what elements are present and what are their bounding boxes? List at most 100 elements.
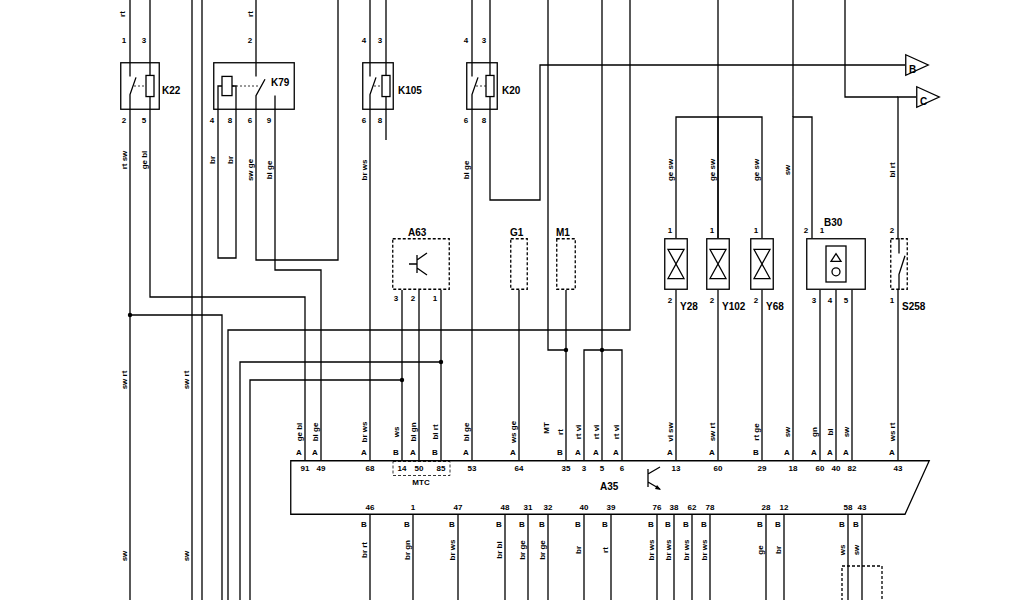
pin-number: 4 [464, 36, 468, 45]
valve-symbol [668, 249, 684, 278]
pin-number: A [613, 448, 619, 457]
wire [218, 0, 386, 260]
wire-color: br [208, 156, 217, 164]
wire-color: bl ge [462, 161, 471, 180]
component-outline [511, 239, 528, 290]
pin-number: 3 [812, 296, 816, 305]
pin-number: 8 [482, 116, 486, 125]
wire-color: br rt [360, 542, 369, 558]
pin-number: B [648, 520, 654, 529]
wire-color: br ws [664, 540, 673, 561]
wire-color: sw [182, 551, 191, 562]
component-outline [121, 63, 160, 110]
component-symbol [806, 238, 866, 290]
wire-color: br ws [360, 160, 369, 181]
relay-box: K79 [213, 62, 295, 110]
wire-color: rt ge [752, 423, 761, 440]
component-name: C [920, 96, 927, 108]
pin-number: 2 [710, 296, 714, 305]
pin-number: 4 [210, 116, 214, 125]
relay-coil [222, 76, 232, 95]
pin-number: A [811, 448, 817, 457]
component-symbol [905, 54, 929, 76]
wire-connection [565, 290, 566, 460]
component-outline [557, 239, 576, 290]
pin-number: 39 [607, 503, 616, 512]
pin-number: 91 [301, 464, 310, 473]
pin-number: 6 [362, 116, 366, 125]
wire-color: br ws [700, 540, 709, 561]
sensor-element [826, 246, 846, 282]
pin-number: 1 [433, 294, 437, 303]
component-symbol [392, 238, 450, 290]
wire-color: sw rt [182, 371, 191, 390]
wire-color: sw rt [120, 371, 129, 390]
pin-number: 1 [122, 36, 126, 45]
pin-number: 1 [710, 226, 714, 235]
solenoid-valve: Y68 [750, 238, 774, 290]
wire-color: br ge [538, 540, 547, 560]
component-name: A35 [600, 481, 618, 493]
pin-number: A [410, 448, 416, 457]
wire-connection [418, 290, 419, 460]
component-symbol [362, 62, 394, 110]
relay-link [232, 86, 259, 87]
wire-connection [897, 290, 898, 460]
pin-number: 6 [248, 116, 252, 125]
pin-number: 18 [789, 464, 798, 473]
wire-color: br ws [682, 540, 691, 561]
pin-number: 2 [668, 296, 672, 305]
pin-number: A [312, 448, 318, 457]
pin-number: 8 [228, 116, 232, 125]
wire-color: br gn [403, 540, 412, 560]
pin-number: A [296, 448, 302, 457]
pin-number: 5 [142, 116, 146, 125]
wire-color: ge bl [140, 151, 149, 170]
pin-number: 35 [562, 464, 571, 473]
transistor-arrow [655, 485, 661, 490]
pin-number: B [602, 520, 608, 529]
wire-color: br bl [495, 541, 504, 558]
wire-color: rt vi [574, 425, 583, 440]
generator-box: G1 [510, 238, 528, 290]
pin-number: 40 [832, 464, 841, 473]
wire-color: ge sw [708, 159, 717, 181]
relay-link [374, 86, 382, 87]
pin-number: 38 [670, 503, 679, 512]
pin-number: 3 [378, 36, 382, 45]
pin-number: 76 [653, 503, 662, 512]
switch-box: S258 [890, 238, 908, 290]
wire-connection [835, 290, 836, 460]
pin-number: B [575, 520, 581, 529]
wire-connection [369, 110, 370, 460]
wire-color: gn [810, 427, 819, 437]
pin-number: 60 [714, 464, 723, 473]
wire-connection [761, 290, 762, 460]
pin-number: 64 [515, 464, 524, 473]
pin-number: 53 [468, 464, 477, 473]
wire-connection [898, 97, 916, 238]
pin-number: 1 [668, 226, 672, 235]
sensor-circle [832, 268, 840, 276]
wire-color: ge [756, 545, 765, 554]
component-name: G1 [510, 227, 523, 239]
pin-number: 8 [378, 116, 382, 125]
wire-color: ge sw [666, 159, 675, 181]
sensor-box: B30 [806, 238, 866, 290]
wire-connection [851, 290, 852, 460]
pin-number: A [889, 448, 895, 457]
component-symbol [750, 238, 774, 290]
coil-lead [489, 62, 490, 110]
pin-number: 1 [411, 503, 415, 512]
pin-number: B [393, 448, 399, 457]
wire-color: ws [838, 545, 847, 556]
pin-number: A [784, 448, 790, 457]
pin-number: 3 [482, 36, 486, 45]
pin-number: A [667, 448, 673, 457]
pin-number: A [463, 448, 469, 457]
component-symbol [556, 238, 576, 290]
component-name: M1 [556, 227, 570, 239]
wire-color: ge bl [295, 423, 304, 442]
pin-number: 2 [411, 294, 415, 303]
pin-number: 31 [524, 503, 533, 512]
